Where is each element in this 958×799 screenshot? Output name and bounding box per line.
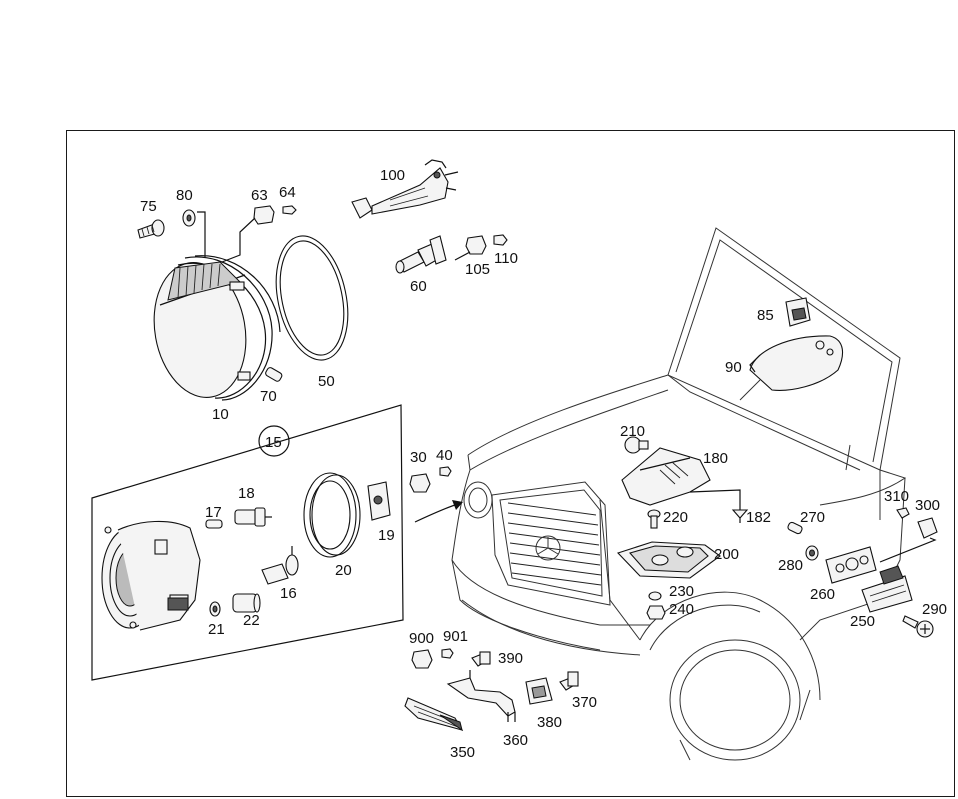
callout-18: 18 xyxy=(238,485,255,502)
bulb-holder-30 xyxy=(409,473,431,493)
socket-280 xyxy=(805,545,819,561)
bolt-390 xyxy=(471,651,491,667)
callout-21: 21 xyxy=(208,621,225,638)
callout-15: 15 xyxy=(265,434,282,451)
screw-290 xyxy=(902,615,934,638)
callout-290: 290 xyxy=(922,601,947,618)
lamp-housing-180 xyxy=(621,447,741,510)
callout-360: 360 xyxy=(503,732,528,749)
bulb-70 xyxy=(265,367,283,382)
callout-20: 20 xyxy=(335,562,352,579)
callout-16: 16 xyxy=(280,585,297,602)
side-marker-lamp-250 xyxy=(861,565,913,613)
callout-350: 350 xyxy=(450,744,475,761)
bulb-holder-63 xyxy=(221,205,275,263)
washer-230 xyxy=(648,591,662,601)
callout-901: 901 xyxy=(443,628,468,645)
callout-63: 63 xyxy=(251,187,268,204)
bulb-holder-18 xyxy=(234,507,272,527)
callout-220: 220 xyxy=(663,509,688,526)
interior-lamp-90 xyxy=(749,335,844,391)
headlight-insert-group-15 xyxy=(91,404,404,681)
callout-60: 60 xyxy=(410,278,427,295)
callout-900: 900 xyxy=(409,630,434,647)
callout-100: 100 xyxy=(380,167,405,184)
headlight-assembly-10 xyxy=(153,255,281,401)
callout-182: 182 xyxy=(746,509,771,526)
bolt-370 xyxy=(559,671,579,691)
washer-80 xyxy=(182,209,206,258)
callout-17: 17 xyxy=(205,504,222,521)
callout-40: 40 xyxy=(436,447,453,464)
switch-85 xyxy=(785,297,811,327)
callout-250: 250 xyxy=(850,613,875,630)
bulb-310 xyxy=(896,507,910,519)
callout-200: 200 xyxy=(714,546,739,563)
bracket-360 xyxy=(446,670,516,722)
bulb-17 xyxy=(205,519,223,529)
fog-lamp-350 xyxy=(404,697,464,732)
callout-90: 90 xyxy=(725,359,742,376)
callout-30: 30 xyxy=(410,449,427,466)
bulb-270 xyxy=(787,521,803,535)
callout-370: 370 xyxy=(572,694,597,711)
callout-180: 180 xyxy=(703,450,728,467)
bulb-16 xyxy=(261,546,299,585)
bulb-210 xyxy=(624,436,649,454)
callout-75: 75 xyxy=(140,198,157,215)
callout-210: 210 xyxy=(620,423,645,440)
ring-20 xyxy=(303,472,361,558)
assembly-arrow xyxy=(414,500,463,523)
screw-220 xyxy=(647,509,661,529)
callout-110: 110 xyxy=(494,250,518,267)
bulb-holder-900 xyxy=(411,649,433,669)
bulb-holder-105 xyxy=(454,235,487,261)
callout-270: 270 xyxy=(800,509,825,526)
wiring-harness-100 xyxy=(351,159,459,219)
gasket-260 xyxy=(825,546,877,584)
callout-19: 19 xyxy=(378,527,395,544)
callout-85: 85 xyxy=(757,307,774,324)
callout-260: 260 xyxy=(810,586,835,603)
callout-310: 310 xyxy=(884,488,909,505)
callout-240: 240 xyxy=(669,601,694,618)
socket-300 xyxy=(879,517,938,563)
nut-240 xyxy=(646,605,666,620)
bulb-110 xyxy=(493,234,508,246)
callout-280: 280 xyxy=(778,557,803,574)
halogen-bulb-60 xyxy=(395,235,447,274)
connector-19 xyxy=(367,481,391,521)
bulb-40 xyxy=(439,466,452,477)
callout-50: 50 xyxy=(318,373,335,390)
callout-labels: 75 80 63 64 100 60 105 110 10 70 50 85 9… xyxy=(140,167,947,761)
seal-plate-200 xyxy=(616,541,721,579)
callout-10: 10 xyxy=(212,406,229,423)
diagram-frame xyxy=(66,130,955,797)
seal-ring-50 xyxy=(275,235,349,361)
callout-300: 300 xyxy=(915,497,940,514)
callout-22: 22 xyxy=(243,612,260,629)
screw-75 xyxy=(137,219,165,239)
callout-80: 80 xyxy=(176,187,193,204)
plug-182 xyxy=(731,509,749,523)
callout-390: 390 xyxy=(498,650,523,667)
washer-21 xyxy=(209,601,221,617)
bulb-64 xyxy=(282,205,297,215)
sleeve-22 xyxy=(232,593,261,613)
callout-105: 105 xyxy=(465,261,490,278)
callout-380: 380 xyxy=(537,714,562,731)
callout-230: 230 xyxy=(669,583,694,600)
vehicle-outline xyxy=(451,227,907,761)
callout-70: 70 xyxy=(260,388,277,405)
clip-380 xyxy=(525,677,553,705)
bulb-901 xyxy=(441,648,454,659)
callout-64: 64 xyxy=(279,184,296,201)
